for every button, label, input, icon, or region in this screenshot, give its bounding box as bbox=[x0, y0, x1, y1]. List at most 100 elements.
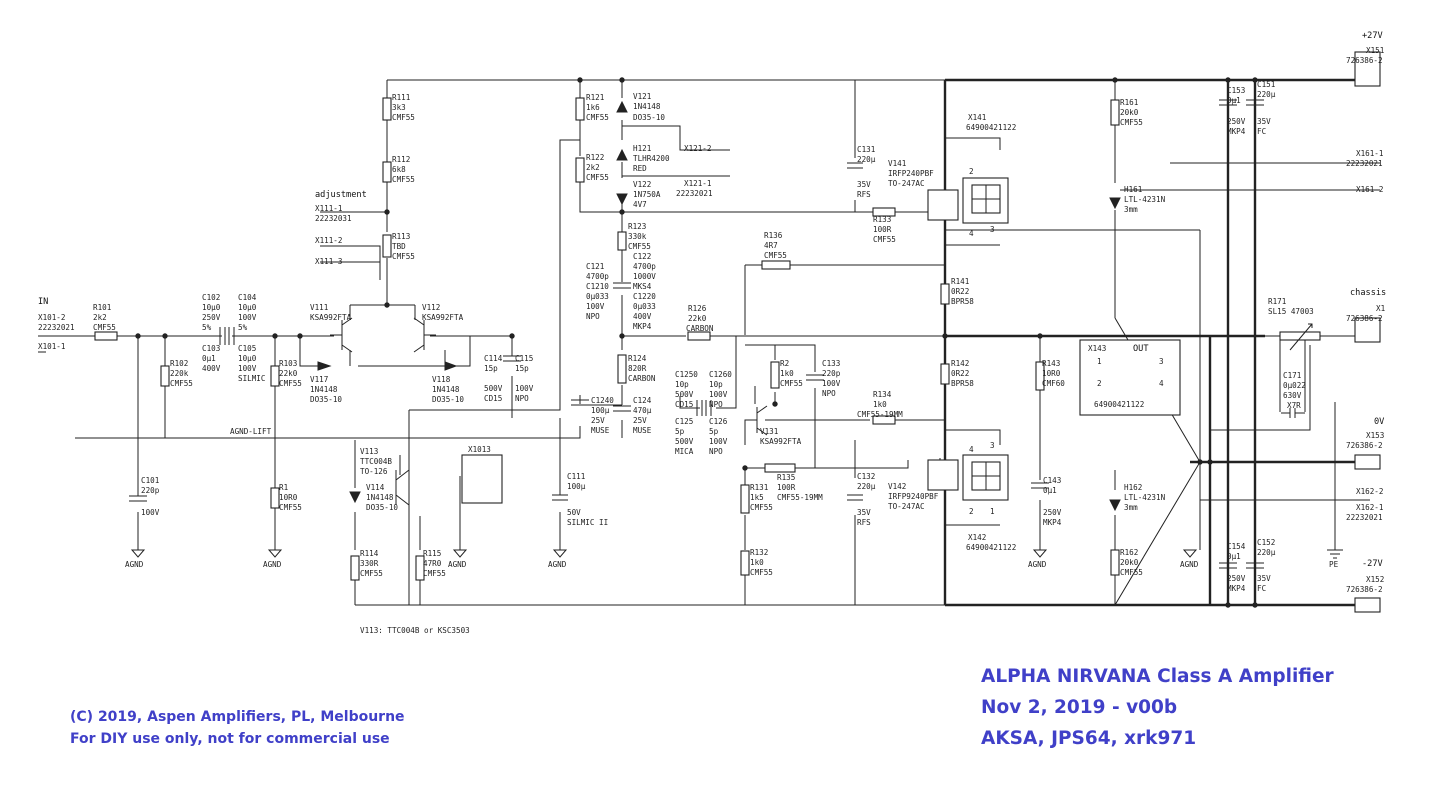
r124-type: CARBON bbox=[628, 374, 656, 383]
c115-ref: C115 bbox=[515, 354, 533, 363]
r101-ref: R101 bbox=[93, 303, 112, 312]
c102-tol: 5% bbox=[202, 323, 212, 332]
x101-2-ref: X101-2 bbox=[38, 313, 65, 322]
r131-val: 1k5 bbox=[750, 493, 764, 502]
v113-case: TO-126 bbox=[360, 467, 388, 476]
semiconductor-labels: V111 KSA992FTA V112 KSA992FTA V113 TTC00… bbox=[310, 92, 1166, 512]
r102-ref: R102 bbox=[170, 359, 188, 368]
v142-case: TO-247AC bbox=[888, 502, 925, 511]
v113-part: TTC004B bbox=[360, 457, 392, 466]
r141-type: BPR58 bbox=[951, 297, 974, 306]
r122-val: 2k2 bbox=[586, 163, 600, 172]
c121-ref: C121 bbox=[586, 262, 605, 271]
h162-part: LTL-4231N bbox=[1124, 493, 1166, 502]
c154-val: 0µ1 bbox=[1227, 552, 1241, 561]
c104-ref: C104 bbox=[238, 293, 257, 302]
r2-ref: R2 bbox=[780, 359, 789, 368]
c131-volt: 35V bbox=[857, 180, 871, 189]
x101-2-part: 22232021 bbox=[38, 323, 75, 332]
r136-type: CMF55 bbox=[764, 251, 787, 260]
c154-volt: 250V bbox=[1227, 574, 1246, 583]
c151-type: FC bbox=[1257, 127, 1266, 136]
c104-volt: 100V bbox=[238, 313, 257, 322]
c154-type: MKP4 bbox=[1227, 584, 1246, 593]
c1260-val: 10p bbox=[709, 380, 723, 389]
v118-part: 1N4148 bbox=[432, 385, 460, 394]
v141-ref: V141 bbox=[888, 159, 907, 168]
net-agnd-3: AGND bbox=[448, 560, 467, 569]
c1250-val: 10p bbox=[675, 380, 689, 389]
c1260-type: NPO bbox=[709, 400, 723, 409]
x152-part: 726386-2 bbox=[1346, 585, 1383, 594]
c143-val: 0µ1 bbox=[1043, 486, 1057, 495]
c114-volt: 500V bbox=[484, 384, 503, 393]
c1220-ref: C1220 bbox=[633, 292, 656, 301]
c114-val: 15p bbox=[484, 364, 498, 373]
c126-val: 5p bbox=[709, 427, 719, 436]
net-chassis: chassis bbox=[1350, 288, 1386, 298]
r123-type: CMF55 bbox=[628, 242, 651, 251]
r126-ref: R126 bbox=[688, 304, 707, 313]
c115-type: NPO bbox=[515, 394, 529, 403]
c111-val: 100µ bbox=[567, 482, 586, 491]
r162-ref: R162 bbox=[1120, 548, 1138, 557]
x121-2-ref: X121-2 bbox=[684, 144, 711, 153]
x1013-ref: X1013 bbox=[468, 445, 491, 454]
net-agnd-4: AGND bbox=[548, 560, 567, 569]
c102-ref: C102 bbox=[202, 293, 220, 302]
x161-2-ref: X161-2 bbox=[1356, 185, 1383, 194]
c151-val: 220µ bbox=[1257, 90, 1276, 99]
r111-val: 3k3 bbox=[392, 103, 406, 112]
c115-val: 15p bbox=[515, 364, 529, 373]
r126-type: CARBON bbox=[686, 324, 714, 333]
v131-ref: V131 bbox=[760, 427, 779, 436]
net-pe: PE bbox=[1329, 560, 1339, 569]
h121-color: RED bbox=[633, 164, 647, 173]
r161-val: 20k0 bbox=[1120, 108, 1139, 117]
r171-ref: R171 bbox=[1268, 297, 1287, 306]
net-agnd-5: AGND bbox=[1028, 560, 1047, 569]
r136-val: 4R7 bbox=[764, 241, 778, 250]
r134-ref: R134 bbox=[873, 390, 892, 399]
v141-case: TO-247AC bbox=[888, 179, 925, 188]
v114-case: DO35-10 bbox=[366, 503, 398, 512]
v111-part: KSA992FTA bbox=[310, 313, 352, 322]
c125-val: 5p bbox=[675, 427, 685, 436]
r102-type: CMF55 bbox=[170, 379, 193, 388]
r113-val: TBD bbox=[392, 242, 406, 251]
c102-volt: 250V bbox=[202, 313, 221, 322]
r103-val: 22k0 bbox=[279, 369, 298, 378]
v122-volt: 4V7 bbox=[633, 200, 647, 209]
c132-val: 220µ bbox=[857, 482, 876, 491]
r122-type: CMF55 bbox=[586, 173, 609, 182]
c153-val: 0µ1 bbox=[1227, 96, 1241, 105]
net-zero: 0V bbox=[1374, 417, 1384, 427]
r142-val: 0R22 bbox=[951, 369, 969, 378]
v121-case: DO35-10 bbox=[633, 113, 665, 122]
r112-ref: R112 bbox=[392, 155, 410, 164]
r135-type: CMF55-19MM bbox=[777, 493, 823, 502]
r121-ref: R121 bbox=[586, 93, 605, 102]
r142-type: BPR58 bbox=[951, 379, 974, 388]
c1250-type: CD15 bbox=[675, 400, 693, 409]
c133-val: 220p bbox=[822, 369, 841, 378]
v131-part: KSA992FTA bbox=[760, 437, 802, 446]
r115-type: CMF55 bbox=[423, 569, 446, 578]
pin-4-b: 4 bbox=[969, 229, 974, 238]
v142-part: IRFP9240PBF bbox=[888, 492, 939, 501]
r131-ref: R131 bbox=[750, 483, 769, 492]
r141-val: 0R22 bbox=[951, 287, 969, 296]
c102-val: 10µ0 bbox=[202, 303, 221, 312]
c1240-type: MUSE bbox=[591, 426, 610, 435]
net-out: OUT bbox=[1133, 344, 1149, 354]
semiconductor-symbols bbox=[317, 100, 1121, 512]
r132-ref: R132 bbox=[750, 548, 768, 557]
c125-type: MICA bbox=[675, 447, 694, 456]
copyright-line-2: For DIY use only, not for commercial use bbox=[70, 731, 390, 747]
c1220-volt: 400V bbox=[633, 312, 652, 321]
v122-ref: V122 bbox=[633, 180, 651, 189]
r133-ref: R133 bbox=[873, 215, 891, 224]
r114-type: CMF55 bbox=[360, 569, 383, 578]
r101-val: 2k2 bbox=[93, 313, 107, 322]
